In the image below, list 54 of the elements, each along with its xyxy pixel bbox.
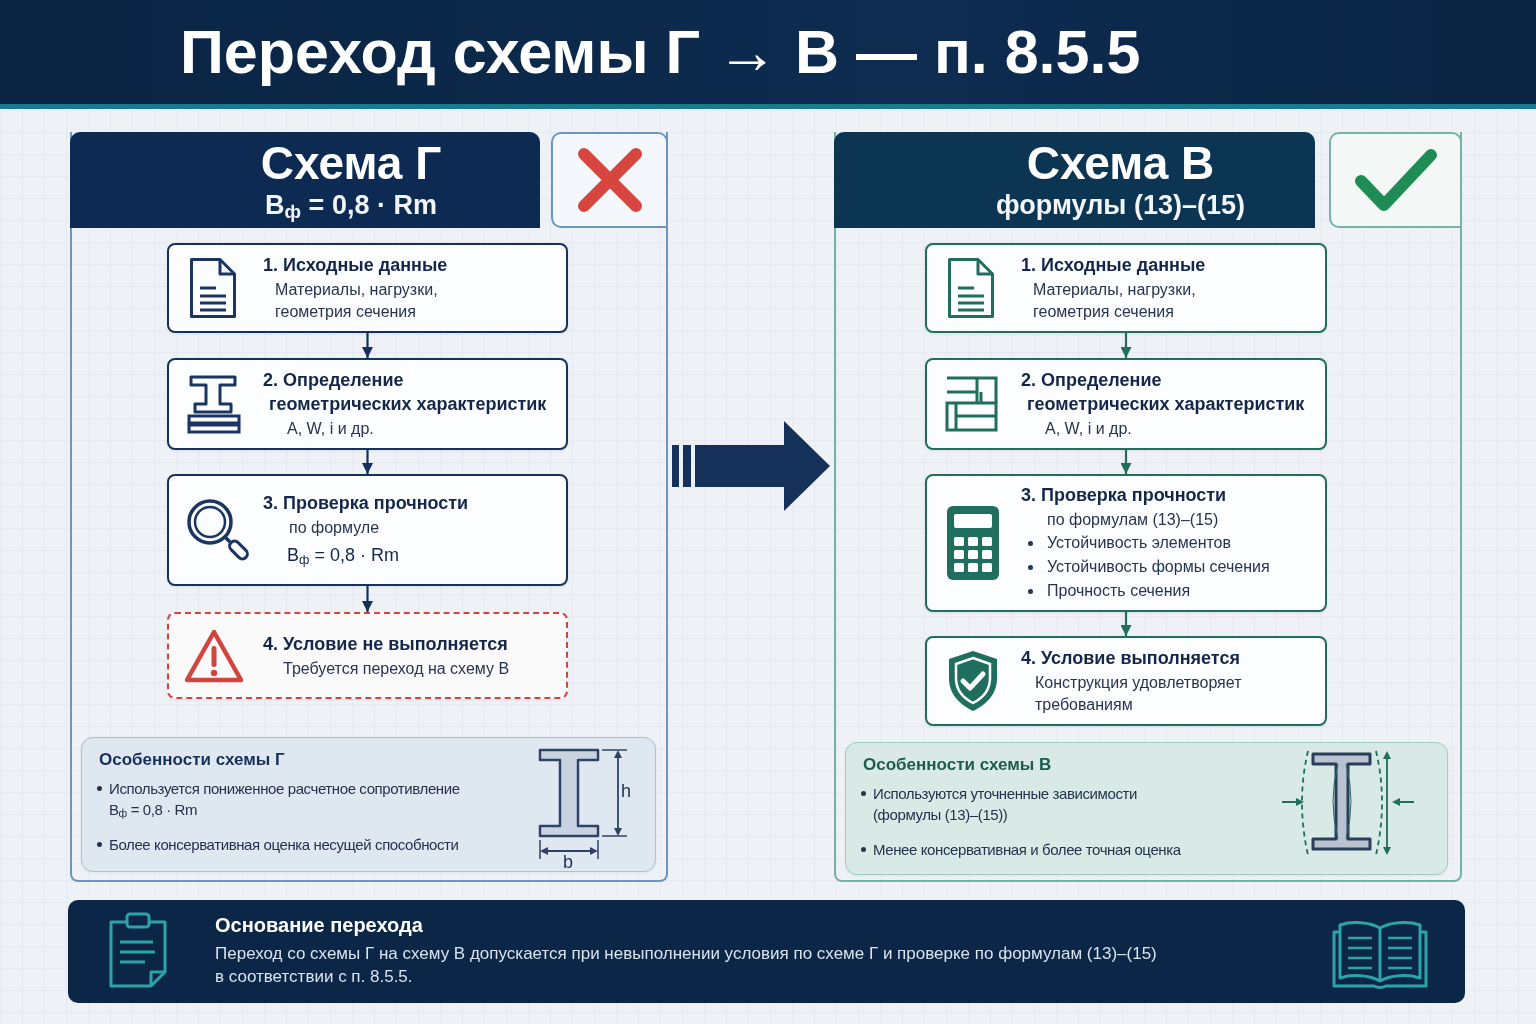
bullet-item: Более консервативная оценка несущей способности: [96, 834, 468, 855]
bullet-item: Используется пониженное расчетное сопротивление B$_{ф}$ = 0,8 · Rm: [96, 778, 468, 820]
step-text: по формуле: [289, 518, 380, 538]
step-heading: 2. Определение геометрических характеристик: [263, 369, 548, 416]
step-heading: 3. Проверка прочности: [263, 492, 469, 515]
step-box: [167, 358, 568, 450]
step-box: [167, 474, 568, 586]
diagram-title: Переход схемы Г → В — п. 8.5.5: [180, 17, 1141, 87]
step-box: [925, 636, 1327, 726]
bullet-item: Используются уточненные зависимости (формулы (13)–(15)): [860, 783, 1191, 825]
features-heading: Особенности схемы В: [863, 754, 1052, 776]
flow-arrow: [362, 586, 373, 612]
step-text: Материалы, нагрузки, геометрия сечения: [1033, 280, 1197, 322]
step-heading: 3. Проверка прочности: [1021, 484, 1227, 507]
scheme-panel: [70, 132, 668, 882]
step-heading: 1. Исходные данные: [1021, 254, 1206, 277]
step-text: Конструкция удовлетворяет требованиям: [1035, 673, 1243, 715]
panel-title: Схема В: [1026, 138, 1215, 188]
info-banner: [68, 900, 1465, 1003]
step-heading: 4. Условие не выполняется: [263, 632, 508, 656]
step-box: [925, 358, 1327, 450]
scheme-panel: [834, 132, 1462, 882]
bullet-item: Менее консервативная и более точная оценка: [860, 839, 1191, 860]
warning-box: [167, 612, 568, 699]
panel-subtitle: B$_{ф}$ = 0,8 · Rm: [265, 189, 437, 222]
features-panel: [845, 742, 1448, 875]
bullet-item: Устойчивость формы сечения: [1025, 555, 1270, 579]
step-text: Материалы, нагрузки, геометрия сечения: [275, 280, 439, 322]
dimension-label: b: [563, 852, 573, 872]
step-heading: 4. Условие выполняется: [1021, 647, 1240, 670]
banner-heading: Основание перехода: [215, 913, 423, 938]
flow-arrow: [1120, 612, 1132, 636]
banner-text: Переход со схемы Г на схему В допускается при невыполнении условия по схеме Г и проверке по формулам (13)–(15) в соответствии с п. 8.5.5.: [215, 943, 1158, 988]
bullet-item: Прочность сечения: [1025, 579, 1191, 603]
bullet-item: Устойчивость элементов: [1025, 531, 1231, 555]
flow-arrow: [362, 333, 373, 358]
flow-arrow: [362, 450, 373, 474]
flow-arrow: [1120, 333, 1132, 358]
step-box: [925, 474, 1327, 612]
step-text: Требуется переход на схему В: [283, 658, 510, 679]
step-text: по формулам (13)–(15): [1047, 510, 1219, 530]
dimension-label: h: [621, 781, 631, 801]
step-box: [925, 243, 1327, 333]
features-heading: Особенности схемы Г: [99, 749, 285, 771]
step-text: A, W, i и др.: [287, 419, 374, 439]
panel-subtitle: формулы (13)–(15): [996, 189, 1245, 222]
step-heading: 1. Исходные данные: [263, 254, 448, 277]
features-panel: [81, 737, 656, 872]
flow-arrow: [1120, 450, 1132, 474]
panel-title: Схема Г: [260, 138, 442, 188]
step-text: A, W, i и др.: [1045, 419, 1132, 439]
step-heading: 2. Определение геометрических характеристик: [1021, 369, 1306, 416]
step-box: [167, 243, 568, 333]
formula-text: B$_{ф}$ = 0,8 · Rm: [287, 544, 399, 569]
